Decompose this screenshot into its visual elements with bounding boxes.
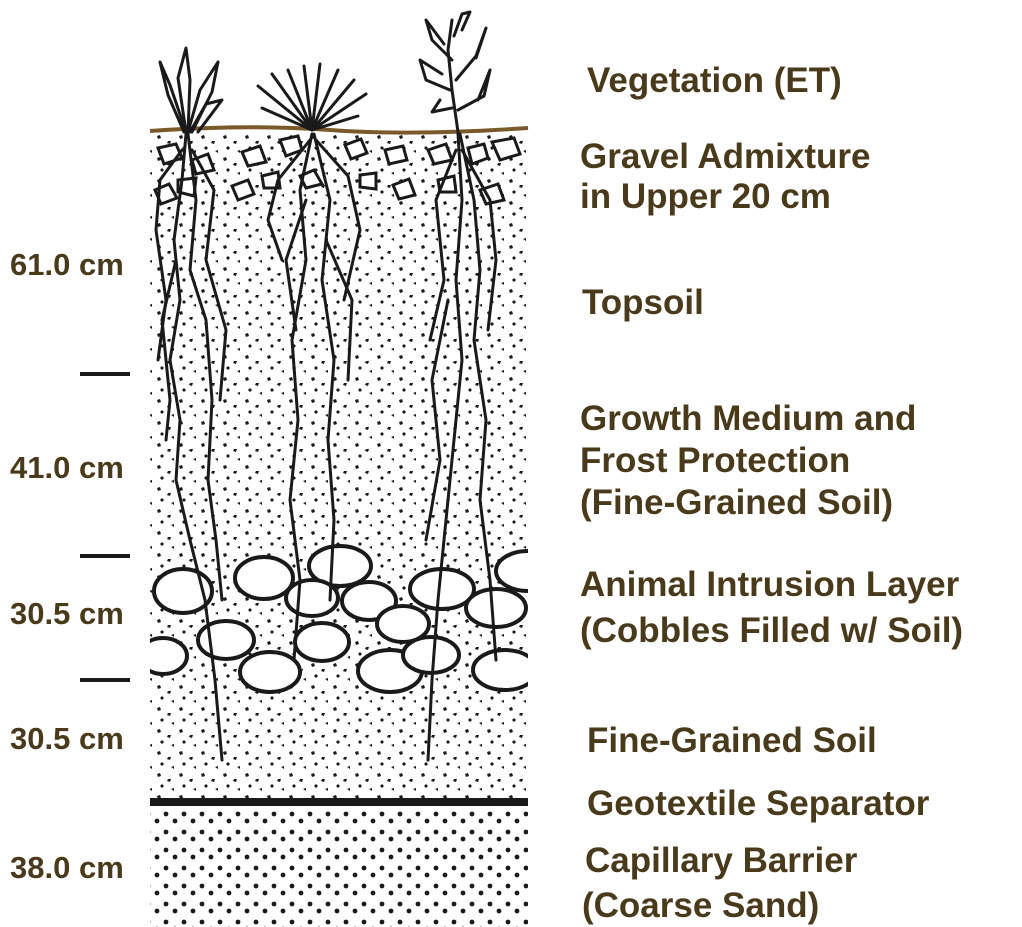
label-vegetation: Vegetation (ET) [587, 61, 842, 100]
thickness-capillary-barrier: 38.0 cm [10, 850, 124, 885]
label-fine-grained: Fine-Grained Soil [587, 721, 877, 760]
thickness-animal-intrusion: 30.5 cm [10, 596, 124, 631]
label-capillary-line2: (Coarse Sand) [582, 886, 819, 925]
thickness-fine-grained: 30.5 cm [10, 721, 124, 756]
label-gravel-line2: in Upper 20 cm [580, 177, 831, 216]
label-animal-line1: Animal Intrusion Layer [580, 565, 960, 604]
thickness-growth-medium: 41.0 cm [10, 450, 124, 485]
thickness-topsoil: 61.0 cm [10, 247, 124, 282]
ground-surface-line [150, 127, 528, 132]
geotextile-separator-line [150, 798, 528, 806]
label-gravel-line1: Gravel Admixture [580, 137, 870, 176]
label-animal-line2: (Cobbles Filled w/ Soil) [580, 611, 963, 650]
label-geotextile: Geotextile Separator [587, 784, 930, 823]
label-growth-line2: Frost Protection [580, 441, 850, 480]
label-growth-line3: (Fine-Grained Soil) [580, 483, 893, 522]
label-capillary-line1: Capillary Barrier [585, 841, 858, 880]
capillary-barrier-fill [150, 806, 528, 927]
soil-column [150, 132, 528, 802]
label-topsoil: Topsoil [582, 283, 704, 322]
label-growth-line1: Growth Medium and [580, 399, 916, 438]
